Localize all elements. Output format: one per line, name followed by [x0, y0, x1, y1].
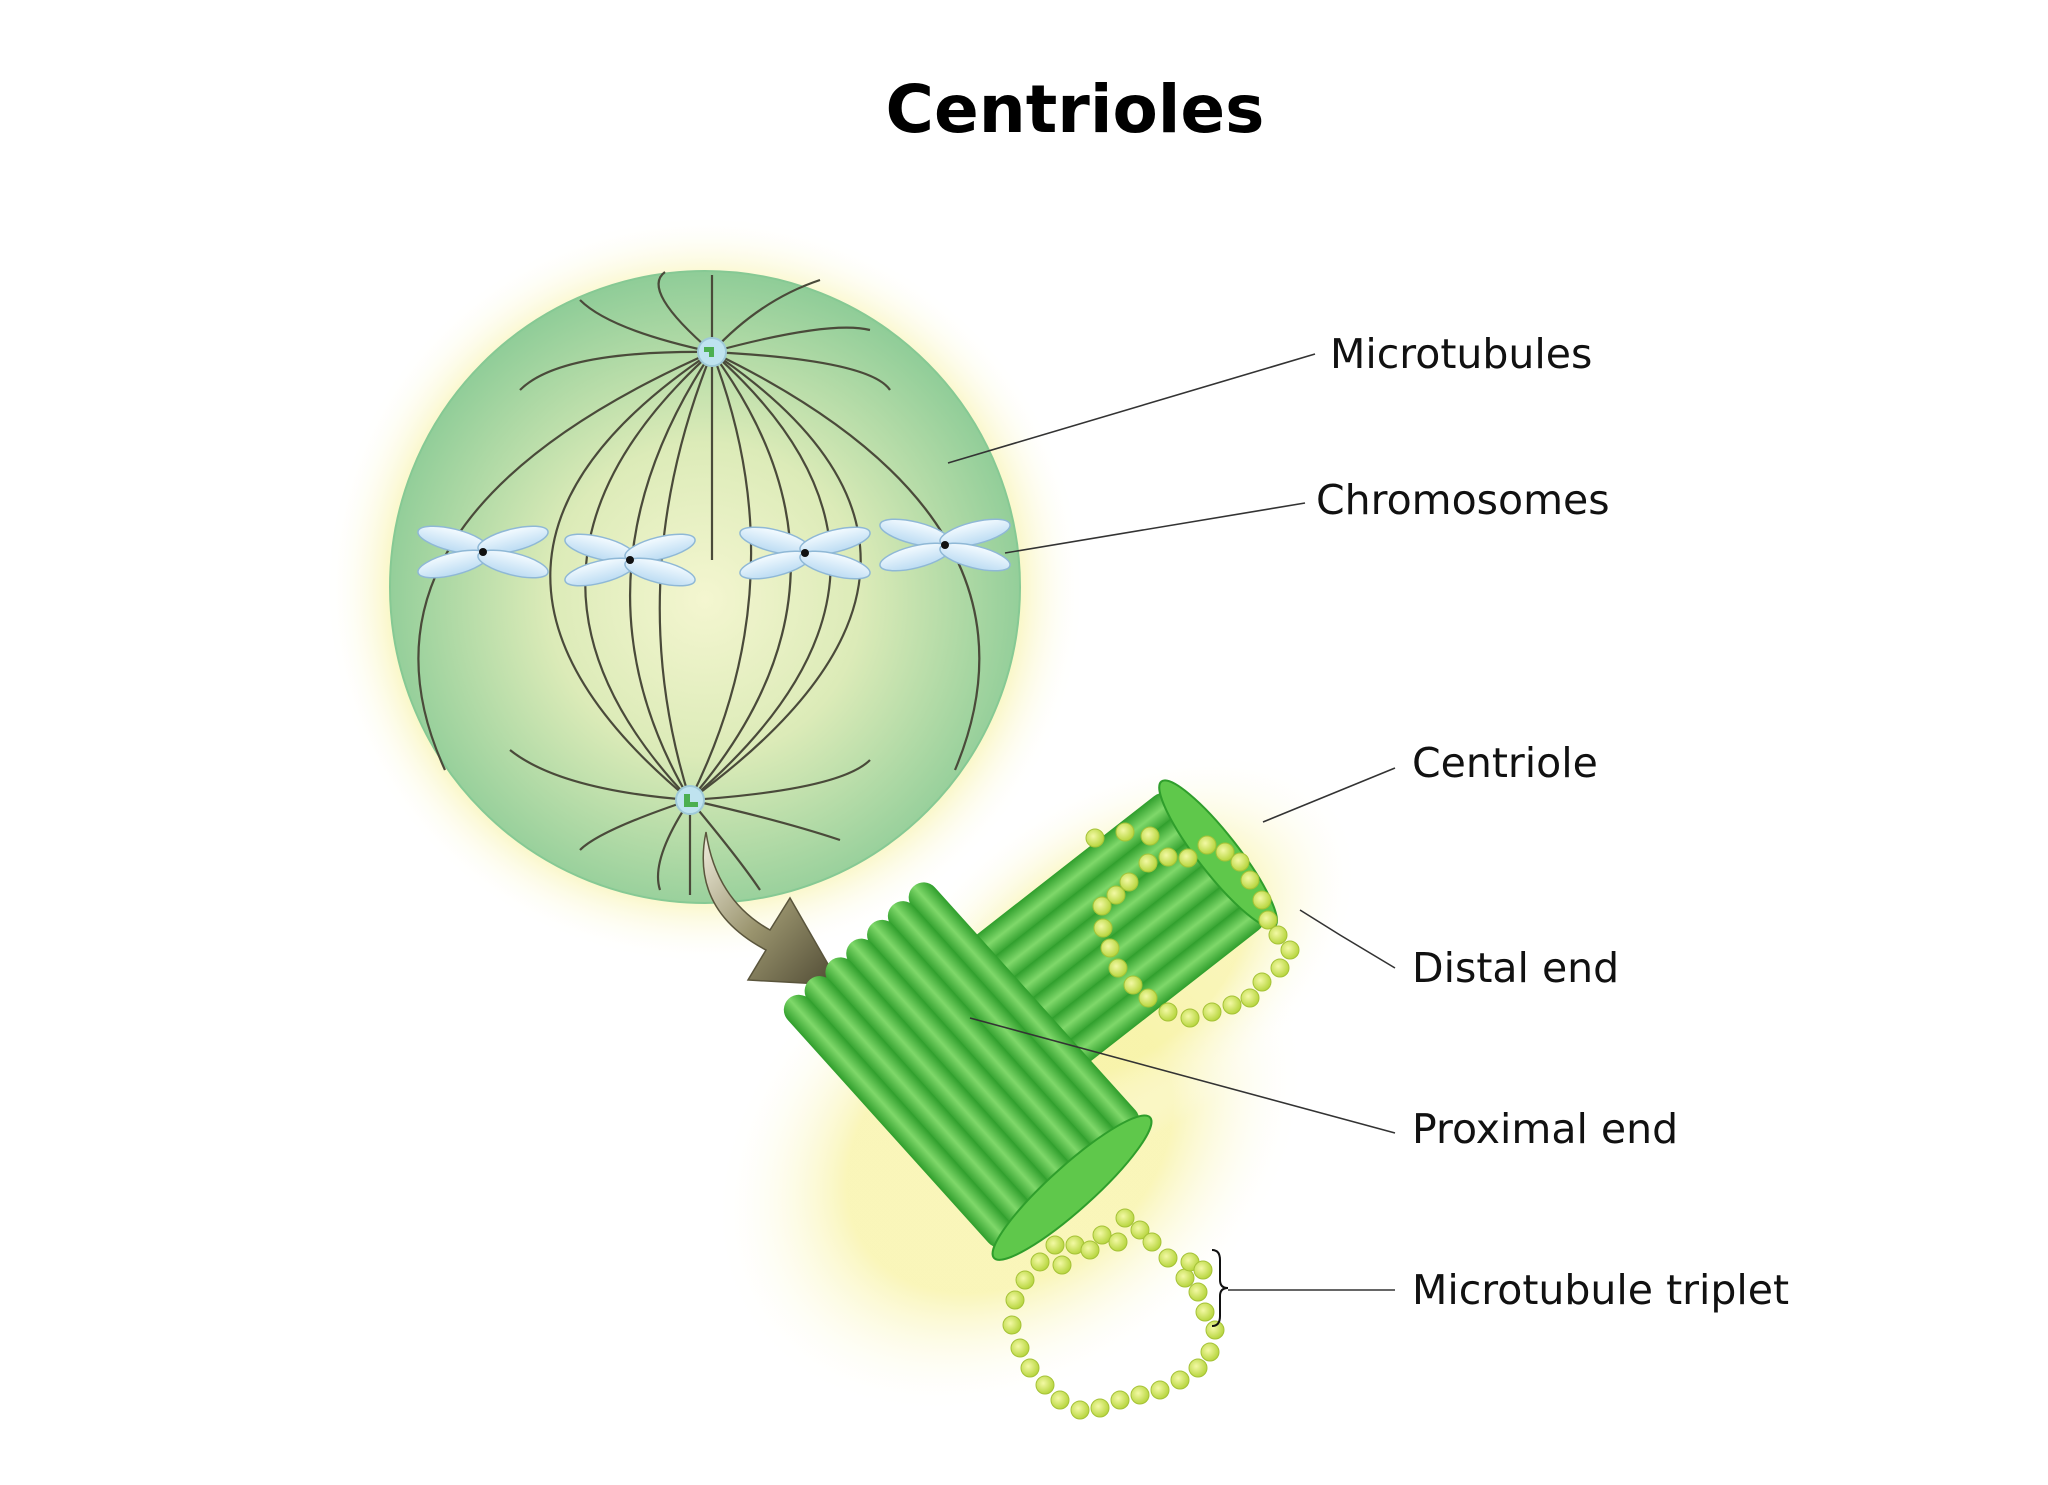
triplet-bracket	[1211, 1249, 1229, 1327]
zoom-arrow	[702, 831, 842, 986]
centrosome-bottom	[675, 785, 705, 815]
upper-triplet-dots	[1085, 822, 1300, 1028]
chromosome	[739, 526, 871, 580]
label-chromosomes: Chromosomes	[1316, 476, 1610, 524]
centriole-lower	[783, 882, 1153, 1261]
label-proximal-end: Proximal end	[1412, 1105, 1678, 1153]
chromosome	[564, 533, 696, 587]
diagram-title: Centrioles	[886, 71, 1265, 148]
chromosomes	[417, 518, 1011, 587]
cell	[325, 215, 1085, 965]
lower-triplet-dots	[1002, 1208, 1225, 1420]
label-microtubules: Microtubules	[1330, 330, 1592, 378]
chromosome	[417, 525, 549, 579]
label-distal-end: Distal end	[1412, 944, 1619, 992]
centrosome-top	[697, 337, 727, 367]
label-microtubule-triplet: Microtubule triplet	[1412, 1266, 1789, 1314]
label-centriole: Centriole	[1412, 739, 1598, 787]
leader-lines	[947, 353, 1396, 1291]
chromosome	[879, 518, 1011, 572]
centriole-pair	[713, 752, 1360, 1420]
